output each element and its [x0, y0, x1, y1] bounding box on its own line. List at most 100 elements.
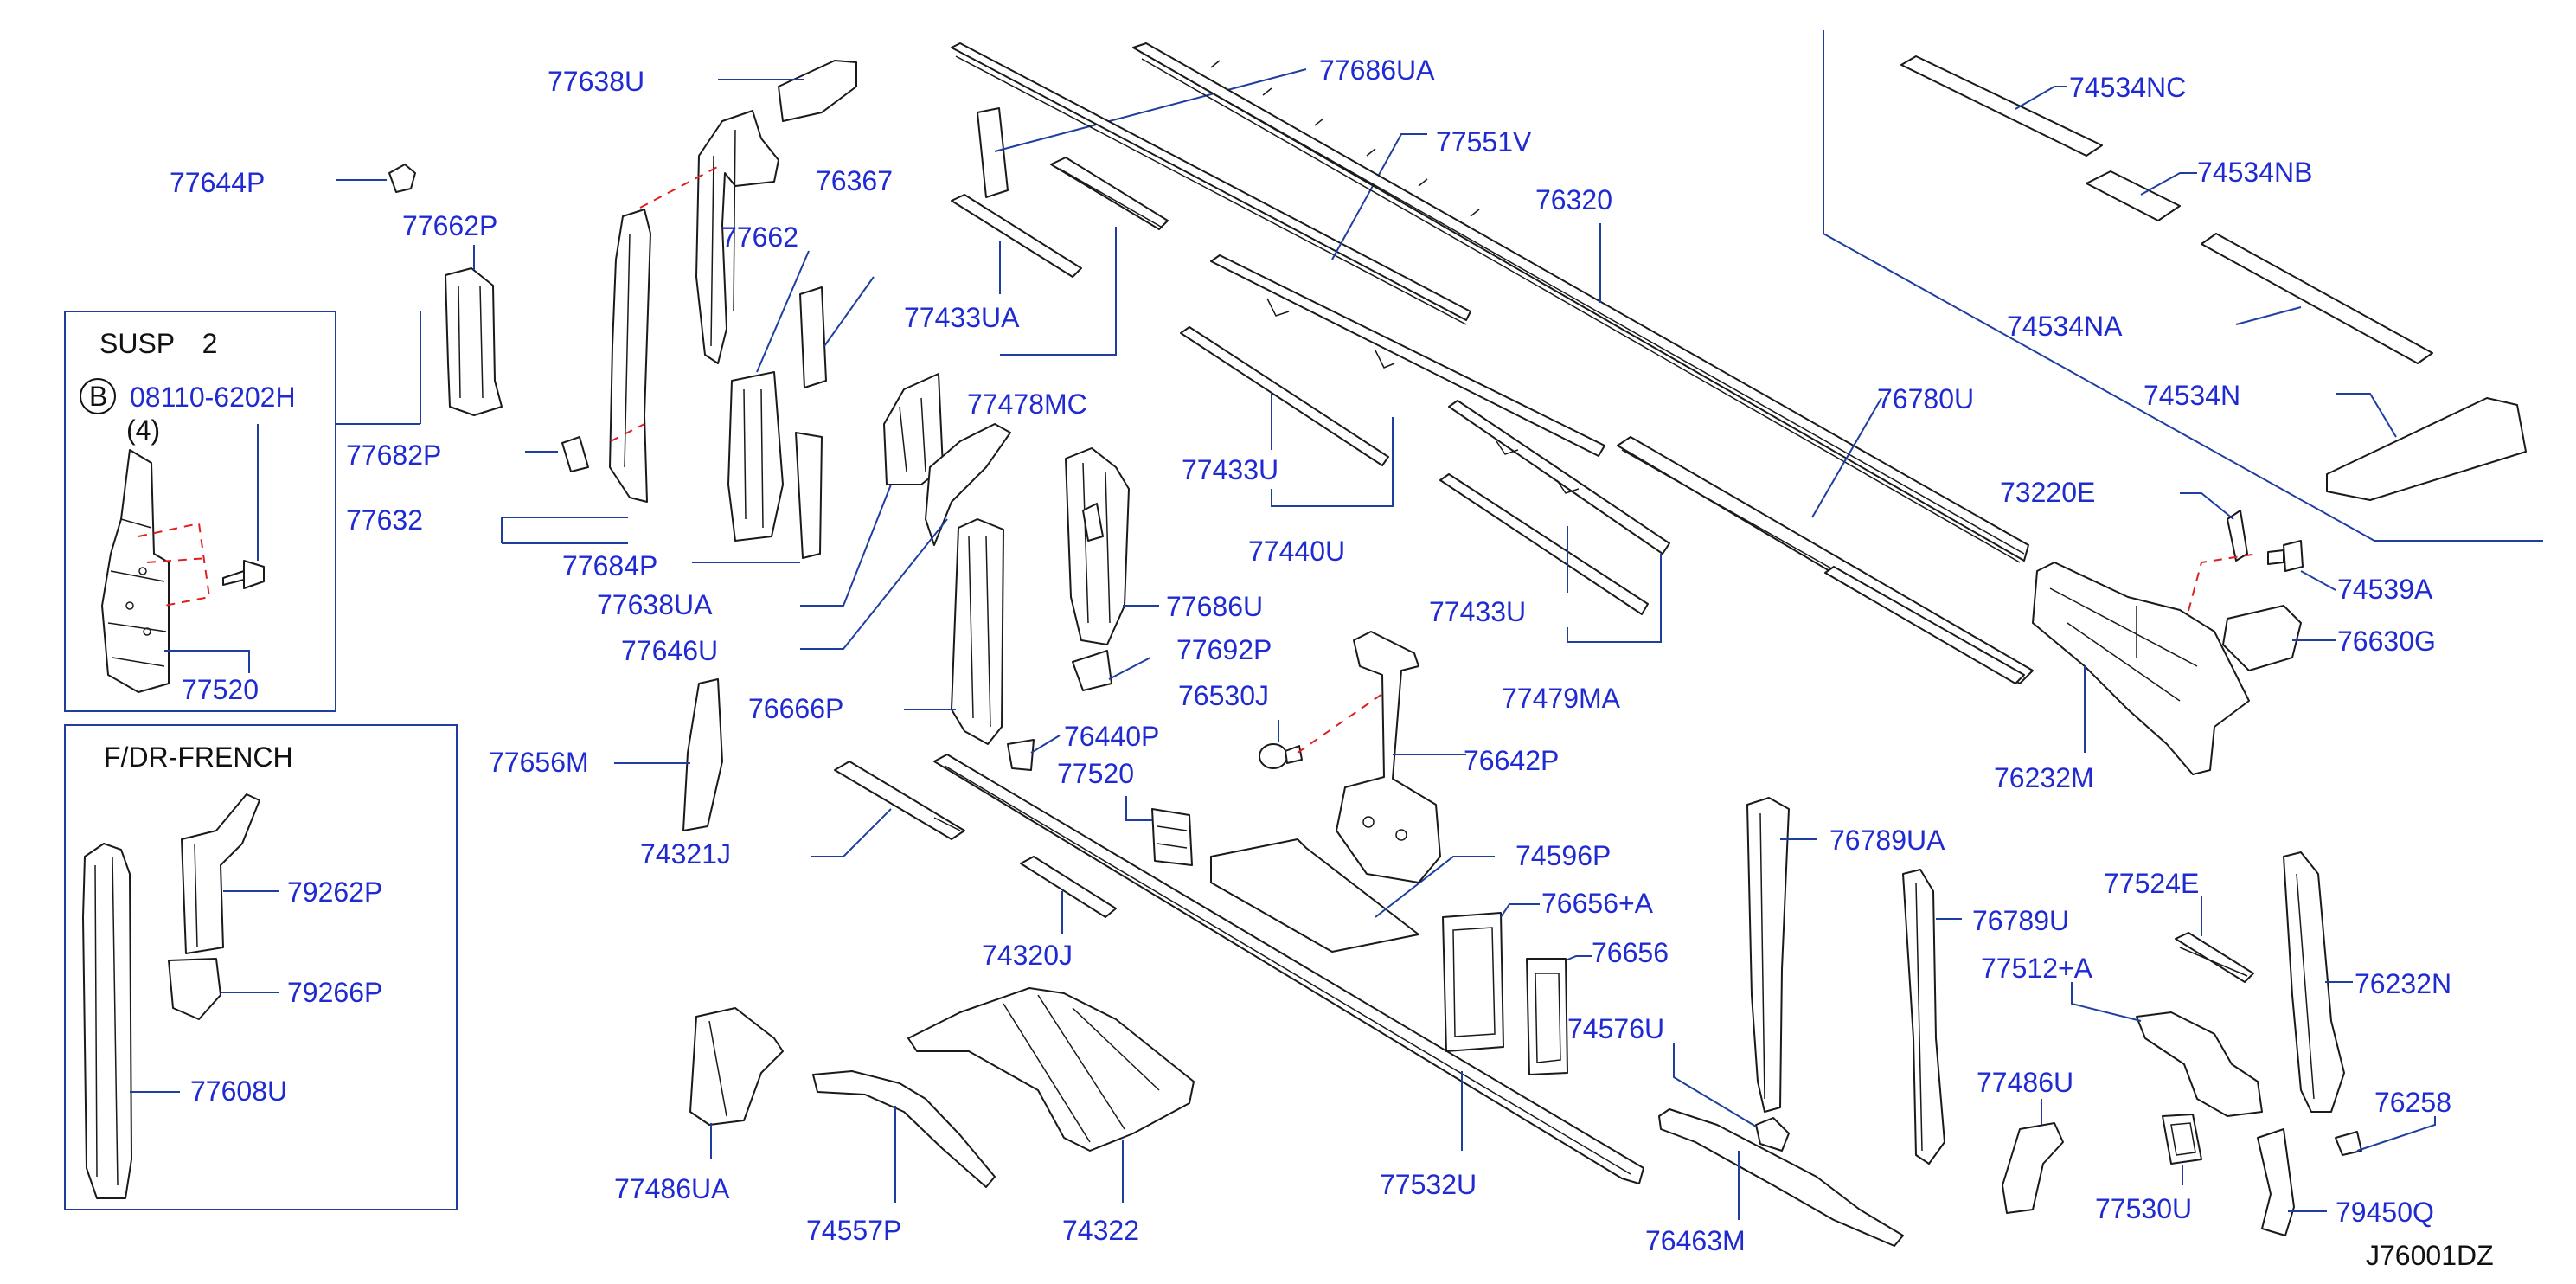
part-76367-bracket: [925, 423, 1011, 546]
part-77478mc: [1050, 157, 1169, 230]
part-77433u-b: [1448, 400, 1670, 555]
label-74534n: 74534N: [2143, 380, 2240, 411]
label-76440p: 76440P: [1064, 721, 1159, 752]
part-76666p: [951, 518, 1004, 745]
part-77662: [727, 371, 784, 542]
label-77486u: 77486U: [1977, 1067, 2073, 1098]
part-76232n: [2283, 851, 2345, 1113]
inset-susp-title: SUSP 2: [99, 328, 217, 359]
part-76642p: [1336, 631, 1441, 883]
label-77433u-a: 77433U: [1182, 454, 1278, 485]
label-74539a: 74539A: [2337, 574, 2433, 605]
dash-74539a: [2188, 553, 2259, 612]
label-77433ua: 77433UA: [904, 302, 1020, 333]
label-79266p: 79266P: [287, 977, 382, 1008]
label-76258: 76258: [2374, 1087, 2451, 1118]
leader-74596p: [1375, 856, 1495, 918]
part-77433u-a: [1180, 326, 1389, 466]
part-74534n: [2326, 397, 2527, 501]
label-77512-a: 77512+A: [1981, 953, 2093, 984]
leader-77479ma: [1567, 554, 1662, 643]
part-76630g: [2222, 605, 2302, 671]
leader-77520: [1125, 796, 1152, 821]
label-76656: 76656: [1592, 937, 1669, 968]
dash-77632: [610, 423, 645, 442]
part-74534nc: [1900, 55, 2103, 157]
label-76630g: 76630G: [2337, 626, 2436, 657]
part-77686u: [1065, 447, 1130, 645]
circle-b-icon: [80, 378, 116, 414]
leader-76656: [1565, 955, 1592, 961]
label-74534nc: 74534NC: [2069, 72, 2186, 103]
label-77686u: 77686U: [1166, 591, 1263, 622]
part-77512-a: [2136, 1011, 2263, 1117]
label-08110-6202h: 08110-6202H: [130, 382, 296, 413]
part-77684p: [561, 436, 589, 472]
part-77551v: [951, 42, 1471, 325]
leader-74534na: [2235, 306, 2302, 325]
label-76463m: 76463M: [1645, 1225, 1746, 1256]
part-77644p: [388, 164, 416, 193]
label-76642p: 76642P: [1464, 745, 1559, 776]
inset-box-susp: [64, 311, 336, 712]
label-74534nb: 74534NB: [2197, 157, 2312, 188]
label-77684p: 77684P: [562, 550, 657, 581]
leader-77646u: [800, 518, 948, 650]
part-77520-susp: [101, 449, 170, 693]
part-74534na: [2201, 233, 2433, 364]
circle-b-letter: B: [89, 381, 107, 412]
label-77638u: 77638U: [548, 66, 644, 97]
label-74557p: 74557P: [806, 1215, 901, 1246]
label-76232n: 76232N: [2355, 968, 2451, 999]
label-77644p: 77644P: [170, 167, 265, 198]
part-74576u: [1755, 1117, 1790, 1152]
part-79450q: [2257, 1128, 2295, 1236]
leader-73220e: [2180, 492, 2234, 520]
part-73220e: [2227, 510, 2248, 562]
label-77638ua: 77638UA: [597, 589, 713, 620]
leader-74534n: [2336, 393, 2397, 438]
leader-74321j: [811, 808, 892, 857]
label-77682p: 77682P: [346, 440, 441, 471]
leader-77478mc-a: [1047, 227, 1117, 356]
inset-french-title: F/DR-FRENCH: [104, 742, 293, 773]
label-77662p: 77662P: [402, 210, 497, 241]
part-76440p: [1007, 739, 1035, 771]
label-76320: 76320: [1535, 184, 1612, 215]
part-76530j: [1259, 743, 1303, 769]
label-74534na: 74534NA: [2007, 311, 2123, 342]
label-77692p: 77692P: [1176, 634, 1272, 665]
part-74596p: [1210, 838, 1419, 953]
label-77662: 77662: [721, 221, 798, 253]
leader-77512-a: [2071, 982, 2142, 1022]
leader-76258: [2356, 1116, 2436, 1152]
part-77656m: [682, 678, 723, 831]
part-76789u: [1902, 869, 1945, 1165]
part-77479ma-sill: [1824, 566, 2025, 684]
part-77608u: [82, 843, 132, 1199]
label-77520-susp: 77520: [182, 674, 259, 705]
part-77686ua: [977, 107, 1009, 198]
inset-susp-quantity: (4): [126, 414, 160, 446]
diagram-code: J76001DZ: [2366, 1240, 2494, 1271]
leader-76780u: [1811, 397, 1882, 518]
label-76789ua: 76789UA: [1829, 825, 1945, 856]
part-77440u: [1210, 254, 1605, 457]
part-77532u: [933, 754, 1644, 1184]
label-77520: 77520: [1057, 758, 1134, 789]
label-77486ua: 77486UA: [614, 1173, 730, 1204]
label-74576u: 74576U: [1567, 1013, 1664, 1044]
label-76367: 76367: [816, 165, 893, 196]
leader-77692p: [1108, 657, 1151, 680]
part-74321j: [834, 761, 965, 840]
label-77646u: 77646U: [621, 635, 718, 666]
part-76789ua: [1746, 797, 1790, 1113]
divider-roof: [1823, 30, 2543, 542]
part-79266p: [168, 958, 221, 1020]
part-76232m: [2032, 562, 2250, 775]
label-77433u-b: 77433U: [1429, 596, 1526, 627]
label-77632: 77632: [346, 504, 423, 536]
leader-77520-susp: [164, 650, 250, 673]
label-74596p: 74596P: [1515, 840, 1611, 871]
label-73220e: 73220E: [2000, 477, 2095, 508]
